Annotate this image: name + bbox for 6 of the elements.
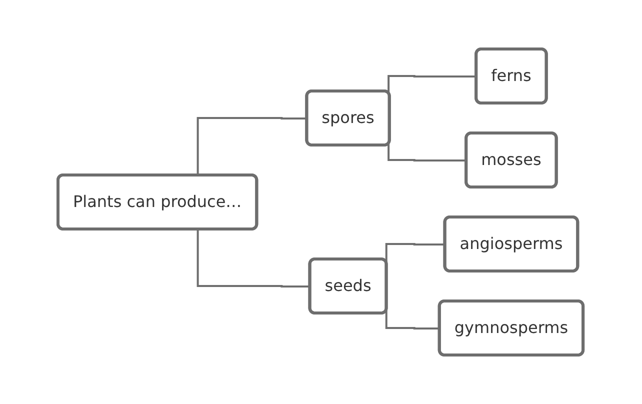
connector: [388, 144, 468, 162]
connector: [386, 243, 446, 263]
connector: [197, 230, 311, 288]
connector: [388, 75, 478, 94]
connector: [386, 310, 440, 330]
connector: [197, 117, 308, 176]
